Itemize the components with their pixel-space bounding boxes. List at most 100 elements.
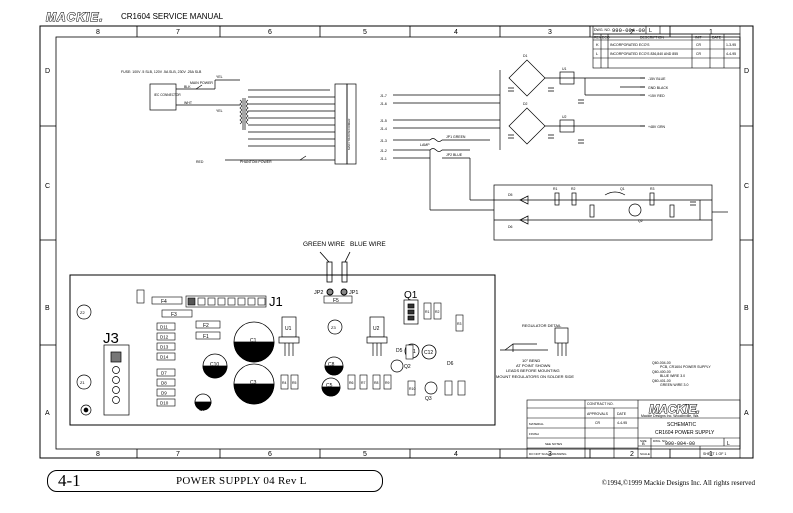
revision-block — [592, 25, 741, 69]
svg-text:R1: R1 — [553, 187, 558, 191]
row-label: A — [45, 410, 50, 417]
transformer-connector — [334, 83, 348, 165]
col-label: 1 — [709, 29, 713, 36]
svg-text:U2: U2 — [373, 326, 380, 332]
col-label: 3 — [548, 29, 552, 36]
svg-text:R6: R6 — [349, 381, 354, 385]
col-label: 8 — [96, 29, 100, 36]
svg-text:J1-5: J1-5 — [380, 119, 387, 123]
svg-text:1-3-95: 1-3-95 — [726, 43, 736, 47]
phantom-labels: D5 D6 Q1 Q2 R1 R2 R3 — [508, 187, 655, 229]
title-dwg-no: 990-004-00 — [665, 441, 695, 447]
svg-text:SCALE: SCALE — [640, 452, 650, 456]
footer-page-bar: 4-1 POWER SUPPLY 04 Rev L — [47, 470, 383, 492]
svg-text:D5: D5 — [396, 348, 403, 354]
svg-text:D7: D7 — [161, 371, 167, 376]
svg-text:U2: U2 — [562, 115, 567, 119]
svg-text:J1-1: J1-1 — [380, 157, 387, 161]
svg-text:C1: C1 — [250, 338, 257, 344]
svg-text:F5: F5 — [333, 298, 339, 304]
svg-text:U1: U1 — [285, 326, 292, 332]
small-transistors — [80, 359, 438, 416]
svg-text:+48V GRN: +48V GRN — [648, 125, 665, 129]
svg-text:R4: R4 — [282, 381, 287, 385]
svg-text:C5: C5 — [326, 383, 333, 389]
svg-text:JP2: JP2 — [314, 290, 323, 296]
svg-text:D6: D6 — [508, 225, 513, 229]
regulators — [278, 316, 388, 356]
svg-text:4-4-95: 4-4-95 — [726, 52, 736, 56]
svg-text:F1: F1 — [203, 334, 209, 340]
row-labels: D C B A D C B A — [45, 68, 749, 417]
drawing-title: SCHEMATIC — [667, 422, 696, 428]
svg-text:R1: R1 — [425, 310, 430, 314]
col-label: 6 — [268, 451, 272, 458]
col-label: 8 — [96, 451, 100, 458]
svg-text:MAIN TRANSFORMER: MAIN TRANSFORMER — [347, 118, 351, 150]
svg-text:Z1: Z1 — [80, 380, 85, 385]
svg-text:J1-7: J1-7 — [380, 94, 387, 98]
regulator-lower — [559, 119, 575, 133]
svg-text:JP2 BLUE: JP2 BLUE — [446, 153, 463, 157]
svg-text:D5: D5 — [508, 193, 513, 197]
svg-text:K: K — [596, 42, 599, 47]
title-block-brand: MACKIE. — [649, 402, 700, 416]
regulator-detail-text: REGULATOR DETAIL 10° BEND AT POINT SHOWN… — [496, 323, 574, 379]
phantom-power-section — [429, 150, 728, 241]
regulator-labels: U1 U2 — [285, 326, 380, 332]
row-label: C — [45, 183, 50, 190]
svg-text:L: L — [596, 51, 599, 56]
svg-text:D2: D2 — [523, 102, 528, 106]
resistor-bodies — [136, 289, 466, 396]
header-brand-logo: MACKIE. — [46, 10, 104, 25]
svg-text:IEC CONNECTOR: IEC CONNECTOR — [154, 93, 181, 97]
column-ticks-top — [40, 26, 753, 458]
parts-list: Q60-004-00 PCB, CR1604 POWER SUPPLY Q60-… — [652, 361, 711, 387]
j1-header — [185, 295, 267, 308]
svg-text:U1: U1 — [562, 67, 567, 71]
svg-text:PCB, CR1604 POWER SUPPLY: PCB, CR1604 POWER SUPPLY — [660, 365, 711, 369]
svg-text:R3: R3 — [457, 322, 462, 326]
svg-text:C3: C3 — [250, 380, 257, 386]
q1-transistor — [403, 299, 419, 325]
transformer-primary — [239, 99, 242, 125]
svg-text:4-4-95: 4-4-95 — [617, 421, 627, 425]
svg-text:LAMP: LAMP — [420, 143, 430, 147]
svg-text:CR: CR — [696, 43, 702, 47]
bridge-rectifier-1 — [508, 59, 546, 97]
bridge-rectifier-2 — [508, 107, 546, 145]
iec-connector — [149, 83, 177, 111]
j3-label: J3 — [103, 330, 119, 347]
svg-text:SIZE: SIZE — [640, 439, 647, 443]
rev-letter: L — [649, 28, 652, 34]
svg-text:BLUE WIRE 3.0: BLUE WIRE 3.0 — [660, 374, 685, 378]
svg-text:R3: R3 — [650, 187, 655, 191]
svg-text:ECO: ECO — [602, 36, 610, 40]
regulator-detail-drawing — [500, 327, 569, 356]
svg-text:JP1 GREEN: JP1 GREEN — [446, 135, 466, 139]
svg-text:D10: D10 — [160, 401, 169, 406]
title-block-text: MACKIE. Mackie Designs Inc. Woodinville,… — [529, 402, 730, 457]
svg-text:D9: D9 — [161, 391, 167, 396]
svg-text:DWG. NO.: DWG. NO. — [653, 439, 667, 443]
svg-text:DO NOT SCALE DRAWING: DO NOT SCALE DRAWING — [529, 452, 567, 456]
j3-connector — [103, 344, 130, 416]
svg-text:C10: C10 — [210, 362, 219, 368]
svg-text:YEL: YEL — [216, 109, 223, 113]
svg-text:DESCRIPTION: DESCRIPTION — [640, 36, 664, 40]
svg-text:GREEN WIRE 3.0: GREEN WIRE 3.0 — [660, 383, 688, 387]
svg-text:DATE: DATE — [617, 412, 627, 416]
svg-text:Mackie Designs Inc. Woodinvill: Mackie Designs Inc. Woodinville, Wa. — [641, 414, 699, 418]
row-label: A — [744, 410, 749, 417]
col-label: 6 — [268, 29, 272, 36]
svg-text:MAIN POWER: MAIN POWER — [190, 81, 213, 85]
svg-text:BLUE WIRE: BLUE WIRE — [350, 241, 386, 248]
svg-text:C8: C8 — [328, 362, 335, 368]
svg-text:SHEET 1 OF 1: SHEET 1 OF 1 — [703, 452, 726, 456]
svg-text:C12: C12 — [424, 350, 433, 356]
page-number: 4-1 — [58, 471, 81, 490]
svg-text:CONTRACT NO.: CONTRACT NO. — [587, 402, 614, 406]
svg-text:CR: CR — [696, 52, 702, 56]
svg-text:MOUNT REGULATORS ON SOLDER SID: MOUNT REGULATORS ON SOLDER SIDE — [496, 374, 574, 379]
